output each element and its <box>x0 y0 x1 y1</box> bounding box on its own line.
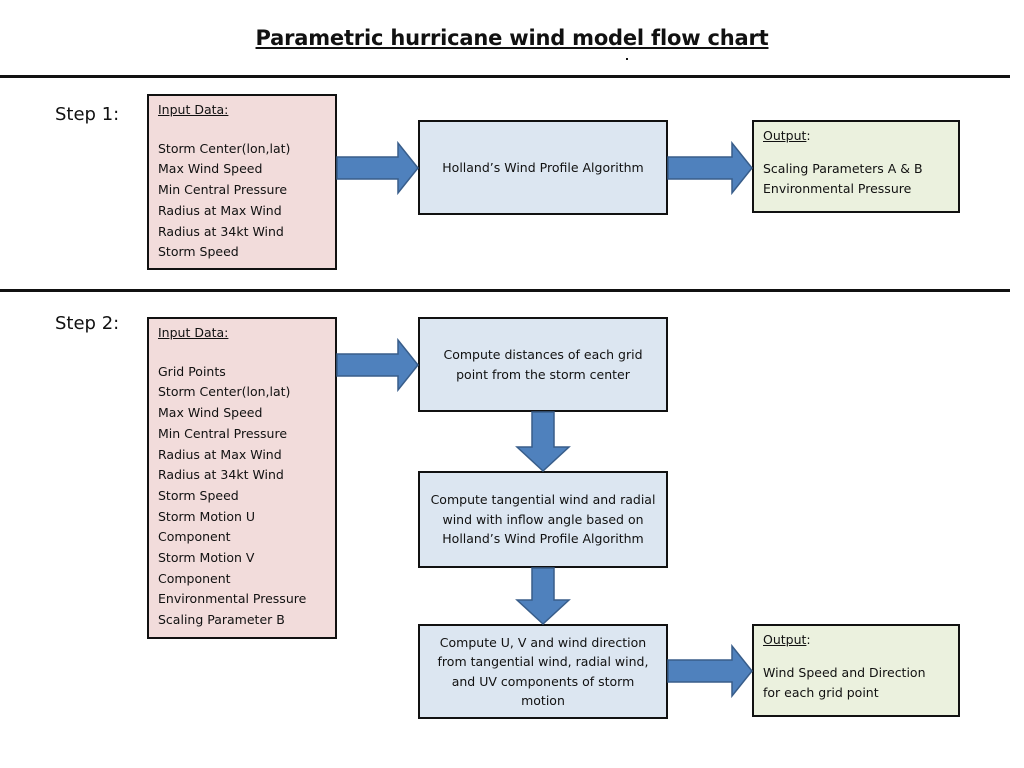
step2-input-item: Environmental Pressure <box>158 591 307 607</box>
step2-input-item: Component <box>158 529 231 545</box>
step2-process3-box: Compute U, V and wind direction from tan… <box>418 624 668 719</box>
step1-input-item: Min Central Pressure <box>158 182 288 198</box>
step1-output-item: Environmental Pressure <box>763 181 912 197</box>
arrow-down-icon <box>515 411 571 473</box>
step2-input-item: Min Central Pressure <box>158 425 288 441</box>
step2-input-item: Component <box>158 570 231 586</box>
step2-process1-box: Compute distances of each grid point fro… <box>418 317 668 412</box>
step1-input-heading: Input Data: <box>158 102 229 117</box>
step2-process1-text: Compute distances of each grid point fro… <box>443 347 643 382</box>
step2-output-item: for each grid point <box>763 685 879 701</box>
divider-top <box>0 75 1010 78</box>
page-title: Parametric hurricane wind model flow cha… <box>255 26 769 50</box>
step2-output-box: Output: Wind Speed and Direction for eac… <box>752 624 960 717</box>
step2-input-item: Radius at 34kt Wind <box>158 467 284 483</box>
step1-input-item: Storm Speed <box>158 244 239 260</box>
arrow-down-icon <box>515 567 571 626</box>
step1-input-item: Radius at Max Wind <box>158 202 282 218</box>
step2-process2-box: Compute tangential wind and radial wind … <box>418 471 668 568</box>
step1-input-item: Radius at 34kt Wind <box>158 223 284 239</box>
step1-input-item: Max Wind Speed <box>158 161 263 177</box>
step1-process-box: Holland’s Wind Profile Algorithm <box>418 120 668 215</box>
step1-process-text: Holland’s Wind Profile Algorithm <box>442 159 644 175</box>
step2-input-item: Storm Motion V <box>158 550 255 566</box>
step2-input-item: Max Wind Speed <box>158 405 263 421</box>
step1-input-box: Input Data: Storm Center(lon,lat) Max Wi… <box>147 94 337 270</box>
step2-input-item: Scaling Parameter B <box>158 612 285 628</box>
arrow-right-icon <box>667 140 753 196</box>
stray-dot <box>626 58 628 60</box>
step2-label: Step 2: <box>55 313 120 334</box>
step2-process2-text: Compute tangential wind and radial wind … <box>430 492 656 547</box>
step2-input-item: Storm Speed <box>158 487 239 503</box>
divider-middle <box>0 289 1010 292</box>
step2-output-item: Wind Speed and Direction <box>763 664 926 680</box>
step1-output-box: Output: Scaling Parameters A & B Environ… <box>752 120 960 213</box>
arrow-right-icon <box>667 643 753 699</box>
step2-input-item: Radius at Max Wind <box>158 446 282 462</box>
step2-input-item: Storm Motion U <box>158 508 256 524</box>
step2-output-heading: Output <box>763 632 807 647</box>
step2-input-item: Storm Center(lon,lat) <box>158 384 291 400</box>
step2-input-heading: Input Data: <box>158 325 229 340</box>
step1-output-item: Scaling Parameters A & B <box>763 160 923 176</box>
step1-output-heading: Output <box>763 128 807 143</box>
step2-process3-text: Compute U, V and wind direction from tan… <box>437 634 649 709</box>
step1-label: Step 1: <box>55 104 120 125</box>
step1-input-item: Storm Center(lon,lat) <box>158 140 291 156</box>
arrow-right-icon <box>336 140 419 196</box>
step2-input-item: Grid Points <box>158 363 226 379</box>
arrow-right-icon <box>336 337 419 393</box>
step2-input-box: Input Data: Grid Points Storm Center(lon… <box>147 317 337 639</box>
